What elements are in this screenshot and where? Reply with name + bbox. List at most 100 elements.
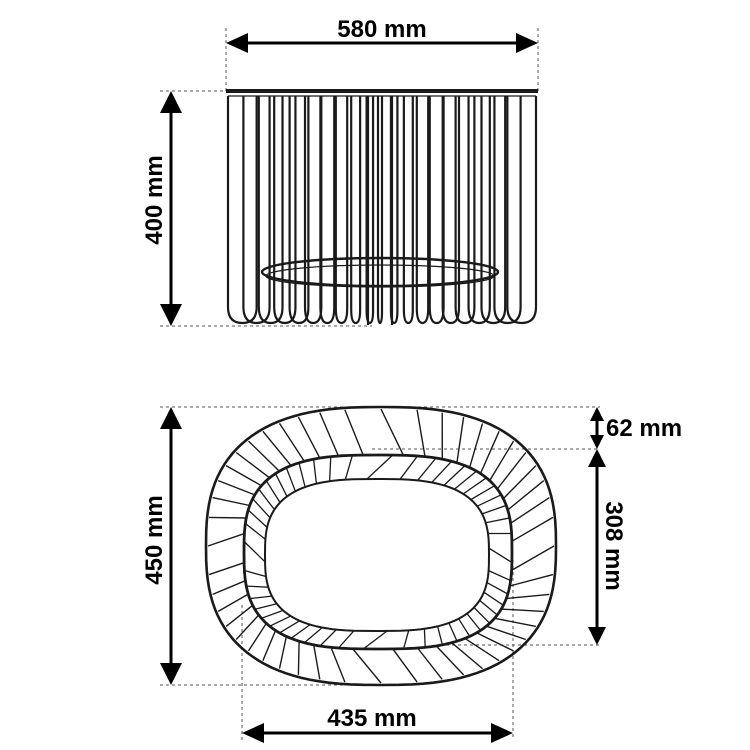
top-outer-spoke — [209, 516, 247, 519]
top-inner-spoke — [479, 599, 498, 616]
top-inner-spoke — [448, 622, 458, 642]
tabletop-edge — [226, 89, 538, 93]
top-outer-spoke — [212, 580, 246, 596]
top-outer-spoke — [486, 625, 527, 641]
top-outer-spoke — [330, 647, 346, 683]
top-inner-spoke — [462, 477, 487, 495]
top-outer-spoke — [235, 451, 271, 479]
height-dimension-arrow — [160, 91, 182, 326]
top-outer-spoke — [456, 416, 465, 463]
side-wire-loop — [288, 96, 310, 325]
top-inner-spoke — [328, 456, 332, 482]
outer-depth-dimension-arrow — [160, 407, 182, 685]
height-label: 400 mm — [141, 155, 168, 244]
side-wire-loop — [402, 96, 414, 325]
top-inner-spoke — [443, 465, 466, 486]
top-inner-spoke — [243, 541, 266, 563]
width-dimension-arrow — [226, 33, 538, 53]
top-inner-spoke — [453, 470, 477, 490]
top-inner-spoke — [363, 630, 388, 650]
top-outer-spoke — [479, 431, 500, 474]
top-outer-spoke — [313, 644, 321, 680]
top-inner-ring — [263, 477, 491, 633]
top-inner-spoke — [279, 620, 300, 634]
side-wire-loop — [441, 96, 461, 325]
top-outer-spoke — [489, 440, 515, 481]
top-outer-spoke — [435, 645, 465, 676]
side-wire-loop — [273, 96, 297, 325]
top-outer-rim — [204, 405, 558, 687]
top-inner-spoke — [488, 547, 513, 564]
top-inner-spoke — [298, 462, 306, 488]
side-base-ring — [260, 256, 500, 288]
top-inner-spoke — [488, 570, 511, 582]
top-outer-spoke — [235, 614, 260, 640]
top-outer-spoke — [468, 423, 484, 468]
top-outer-spoke — [217, 593, 249, 613]
top-outer-spoke — [510, 497, 550, 524]
top-outer-spoke — [496, 452, 527, 490]
top-inner-spoke — [261, 609, 284, 619]
inner-width-label: 435 mm — [327, 705, 416, 732]
top-outer-spoke — [262, 430, 292, 467]
inner-depth-label: 308 mm — [600, 501, 627, 590]
top-inner-spoke — [485, 517, 510, 524]
top-outer-spoke — [494, 617, 537, 628]
top-outer-spoke — [392, 648, 418, 683]
top-outer-spoke — [511, 545, 555, 572]
top-outer-spoke — [278, 423, 305, 462]
top-inner-spoke — [481, 504, 507, 515]
top-inner-spoke — [246, 585, 269, 588]
top-inner-spoke — [366, 454, 394, 480]
top-outer-spoke — [476, 632, 514, 652]
top-inner-spoke — [417, 457, 437, 481]
top-outer-spoke — [248, 440, 280, 472]
width-label: 580 mm — [337, 16, 426, 43]
top-outer-spoke — [247, 623, 267, 652]
top-inner-spoke — [431, 460, 453, 483]
side-wire-loop — [350, 96, 362, 325]
top-outer-spoke — [207, 532, 245, 547]
top-inner-spoke — [252, 498, 271, 519]
top-inner-spoke — [290, 624, 311, 639]
top-outer-spoke — [278, 636, 288, 669]
top-inner-spoke — [244, 522, 266, 540]
top-inner-spoke — [303, 627, 323, 644]
top-inner-spoke — [312, 459, 318, 484]
top-outer-spoke — [352, 648, 382, 684]
top-view-table-drawing — [204, 405, 558, 687]
side-wire-loop — [226, 96, 258, 325]
top-inner-spoke — [466, 613, 482, 631]
top-inner-spoke — [423, 628, 426, 648]
side-wire-loop — [506, 96, 538, 325]
top-outer-spoke — [319, 412, 340, 457]
outer-depth-label: 450 mm — [141, 495, 168, 584]
top-inner-spoke — [402, 630, 410, 649]
top-outer-spoke — [225, 464, 262, 487]
top-inner-spoke — [476, 494, 502, 507]
side-wire-loop — [454, 96, 476, 325]
top-inner-spoke — [285, 467, 297, 492]
top-inner-spoke — [247, 509, 268, 528]
side-wire-loop — [493, 96, 522, 325]
top-outer-spoke — [511, 516, 554, 542]
top-inner-spoke — [436, 626, 444, 645]
top-inner-spoke — [473, 607, 491, 624]
top-middle-ring — [242, 453, 514, 651]
side-base-ring-inner — [265, 264, 495, 288]
side-view: 580 mm 400 mm — [141, 16, 539, 327]
top-outer-spoke — [506, 593, 550, 600]
rim-offset-label: 62 mm — [606, 415, 682, 442]
inner-depth-dimension-arrow — [588, 449, 606, 645]
side-wire-loop — [365, 96, 375, 325]
side-wire-loop — [467, 96, 491, 325]
top-inner-spoke — [269, 615, 291, 627]
top-inner-spoke — [254, 603, 277, 610]
side-wire-loop — [415, 96, 430, 325]
top-outer-spoke — [217, 479, 256, 496]
top-outer-spoke — [502, 465, 537, 500]
top-inner-spoke — [458, 618, 471, 637]
side-view-table-drawing — [226, 89, 538, 325]
top-outer-spoke — [297, 641, 300, 675]
